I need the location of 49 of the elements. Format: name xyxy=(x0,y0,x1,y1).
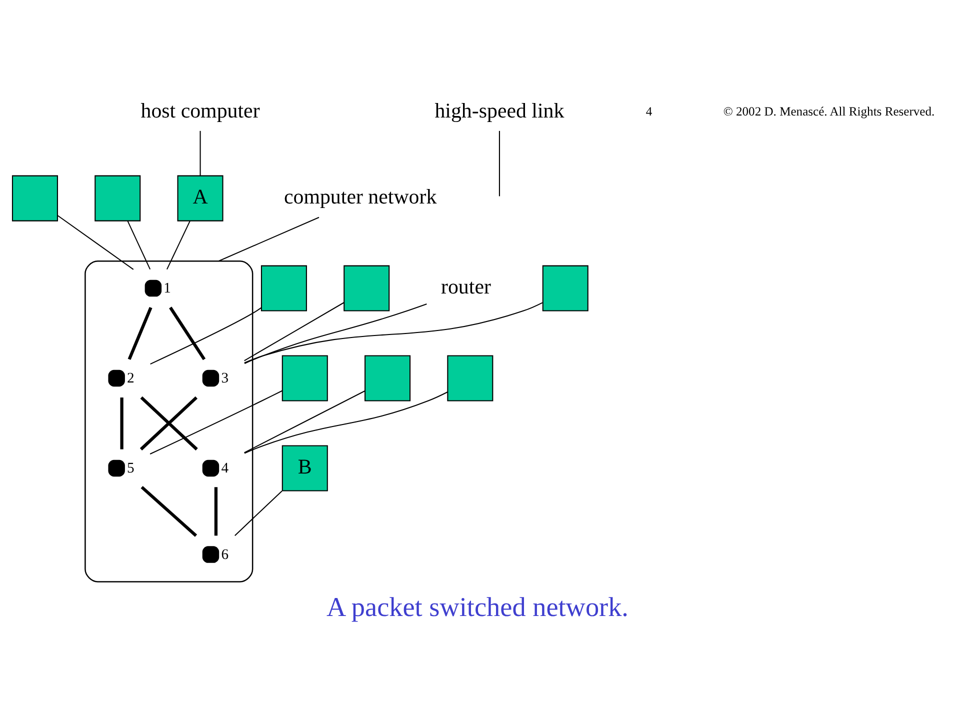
connector xyxy=(244,302,344,361)
connector xyxy=(57,214,134,270)
node-box xyxy=(364,354,411,401)
connector xyxy=(128,306,152,360)
connector xyxy=(214,486,218,536)
connector xyxy=(150,306,262,364)
node-label: 2 xyxy=(127,370,134,386)
connector xyxy=(120,397,124,449)
connector xyxy=(200,130,201,176)
connector xyxy=(244,390,365,453)
node-circle xyxy=(144,279,162,296)
node-label: 6 xyxy=(221,546,229,562)
node-box xyxy=(94,174,141,221)
caption: A packet switched network. xyxy=(326,592,628,622)
connector xyxy=(150,390,282,454)
connector xyxy=(244,302,543,363)
connector xyxy=(140,485,198,536)
node-box: B xyxy=(282,444,328,491)
node-label: 3 xyxy=(221,370,229,386)
connector xyxy=(244,391,448,454)
node-text: host computer xyxy=(140,98,260,122)
connector xyxy=(127,220,151,270)
node-circle xyxy=(108,459,125,476)
node-label: 1 xyxy=(164,280,171,296)
connector xyxy=(166,220,190,270)
node-text: high-speed link xyxy=(434,98,564,122)
node-box: A xyxy=(177,174,224,221)
node-text: computer network xyxy=(284,184,437,208)
node-box xyxy=(447,354,494,401)
node-circle xyxy=(108,369,125,386)
node-label: 4 xyxy=(221,460,229,476)
node-box xyxy=(542,264,588,311)
cluster xyxy=(84,260,254,582)
label: © 2002 D. Menascé. All Rights Reserved. xyxy=(723,104,935,118)
node-circle xyxy=(202,459,220,476)
node-box xyxy=(282,354,328,401)
connector xyxy=(498,130,500,196)
node-circle xyxy=(202,546,220,562)
node-box xyxy=(344,264,390,311)
connector xyxy=(169,306,206,360)
node-text: router xyxy=(441,274,491,298)
node-circle xyxy=(202,369,220,386)
node-box xyxy=(260,264,307,311)
node-box xyxy=(12,174,58,221)
node-label: 5 xyxy=(127,460,134,476)
connector xyxy=(234,490,282,536)
connector xyxy=(244,303,427,364)
label: 4 xyxy=(646,104,652,118)
connector xyxy=(218,216,320,262)
